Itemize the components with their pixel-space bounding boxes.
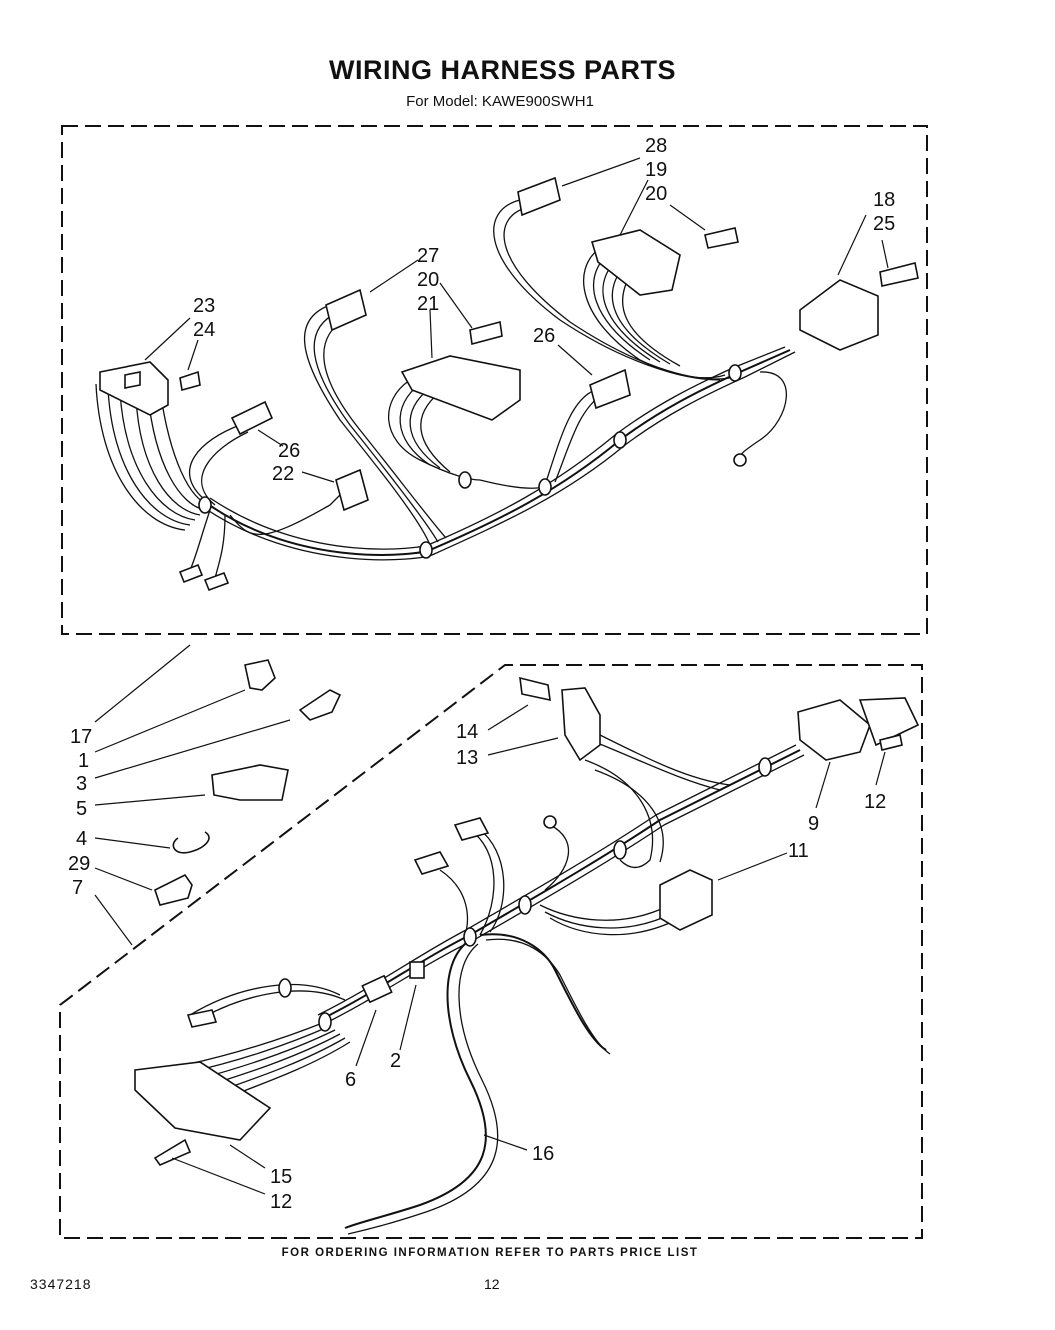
ordering-info-note: FOR ORDERING INFORMATION REFER TO PARTS … (281, 1247, 699, 1259)
callout-4: 4 (76, 828, 87, 850)
callout-26: 26 (278, 440, 300, 462)
callout-18: 18 (873, 189, 895, 211)
callout-20: 20 (645, 183, 667, 205)
callout-2: 2 (390, 1050, 401, 1072)
callout-29: 29 (68, 853, 90, 875)
callout-9: 9 (808, 813, 819, 835)
callout-27: 27 (417, 245, 439, 267)
callout-21: 21 (417, 293, 439, 315)
upper-harness-frame (61, 125, 928, 635)
callout-19: 19 (645, 159, 667, 181)
callout-16: 16 (532, 1143, 554, 1165)
page-title: WIRING HARNESS PARTS (328, 55, 676, 85)
callout-17: 17 (70, 726, 92, 748)
lower-harness (134, 676, 920, 1235)
callout-25: 25 (873, 213, 895, 235)
callout-6: 6 (345, 1069, 356, 1091)
callout-5: 5 (76, 798, 87, 820)
document-number: 3347218 (30, 1276, 92, 1292)
callout-14: 14 (456, 721, 478, 743)
callout-22: 22 (272, 463, 294, 485)
callout-28: 28 (645, 135, 667, 157)
callout-labels: 28 19 20 18 25 27 20 21 26 23 24 26 22 1… (68, 135, 895, 1213)
loose-parts (154, 659, 342, 906)
callout-24: 24 (193, 319, 215, 341)
callout-12: 12 (270, 1191, 292, 1213)
callout-11: 11 (788, 840, 809, 862)
page-number: 12 (484, 1276, 500, 1292)
model-subtitle: For Model: KAWE900SWH1 (406, 93, 594, 110)
callout-15: 15 (270, 1166, 292, 1188)
callout-26: 26 (533, 325, 555, 347)
callout-20: 20 (417, 269, 439, 291)
upper-harness (95, 176, 919, 592)
callout-12: 12 (864, 791, 886, 813)
lower-harness-frame (59, 664, 923, 1239)
leader-lines (94, 157, 889, 1195)
callout-1: 1 (78, 750, 89, 772)
callout-13: 13 (456, 747, 478, 769)
callout-3: 3 (76, 773, 87, 795)
callout-7: 7 (72, 877, 83, 899)
callout-23: 23 (193, 295, 215, 317)
